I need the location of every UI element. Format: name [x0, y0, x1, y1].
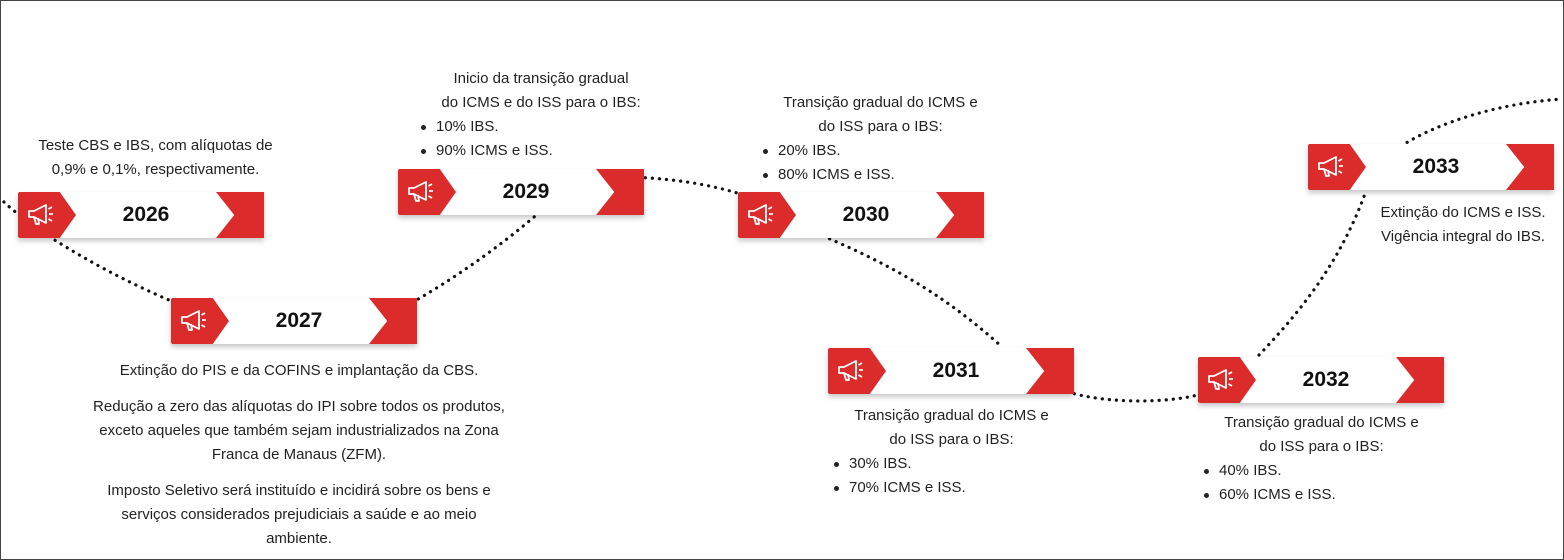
list-item: 20% IBS. [758, 139, 1003, 163]
milestone-2029-text: Inicio da transição gradual do ICMS e do… [416, 67, 666, 163]
year-label: 2032 [1302, 368, 1350, 391]
megaphone-icon [1318, 156, 1343, 177]
chevron-right-icon [369, 298, 417, 344]
list-item: 40% IBS. [1199, 459, 1444, 483]
milestone-2031-text: Transição gradual do ICMS e do ISS para … [829, 404, 1074, 500]
milestone-2030-badge: 2030 [738, 192, 984, 238]
chevron-right-icon [936, 192, 984, 238]
year-label: 2026 [122, 203, 170, 226]
milestone-2033-badge: 2033 [1308, 144, 1554, 190]
milestone-2027-badge: 2027 [171, 298, 417, 344]
year-label: 2029 [502, 180, 550, 203]
year-label: 2027 [275, 309, 323, 332]
list-item: 60% ICMS e ISS. [1199, 483, 1444, 507]
milestone-2032-text: Transição gradual do ICMS e do ISS para … [1199, 411, 1444, 507]
chevron-right-icon [1396, 357, 1444, 403]
milestone-2031-badge: 2031 [828, 348, 1074, 394]
chevron-right-icon [1026, 348, 1074, 394]
chevron-right-icon [216, 192, 264, 238]
list-item: 90% ICMS e ISS. [416, 139, 666, 163]
milestone-2029-badge: 2029 [398, 169, 644, 215]
milestone-2026-badge: 2026 [18, 192, 264, 238]
year-label: 2031 [932, 359, 980, 382]
list-item: 70% ICMS e ISS. [829, 476, 1074, 500]
chevron-right-icon [1506, 144, 1554, 190]
megaphone-icon [181, 310, 206, 331]
megaphone-icon [408, 181, 433, 202]
milestone-2032-badge: 2032 [1198, 357, 1444, 403]
list-item: 10% IBS. [416, 115, 666, 139]
year-label: 2033 [1412, 155, 1460, 178]
megaphone-icon [748, 204, 773, 225]
list-item: 80% ICMS e ISS. [758, 163, 1003, 187]
milestone-2033-text: Extinção do ICMS e ISS. Vigência integra… [1380, 204, 1546, 245]
list-item: 30% IBS. [829, 452, 1074, 476]
milestone-2027-text: Extinção do PIS e da COFINS e implantaçã… [93, 362, 505, 547]
year-label: 2030 [842, 203, 890, 226]
megaphone-icon [1208, 369, 1233, 390]
milestone-2030-text: Transição gradual do ICMS e do ISS para … [758, 91, 1003, 187]
milestone-2026-text: Teste CBS e IBS, com alíquotas de 0,9% e… [38, 137, 273, 178]
megaphone-icon [28, 204, 53, 225]
megaphone-icon [838, 360, 863, 381]
chevron-right-icon [596, 169, 644, 215]
